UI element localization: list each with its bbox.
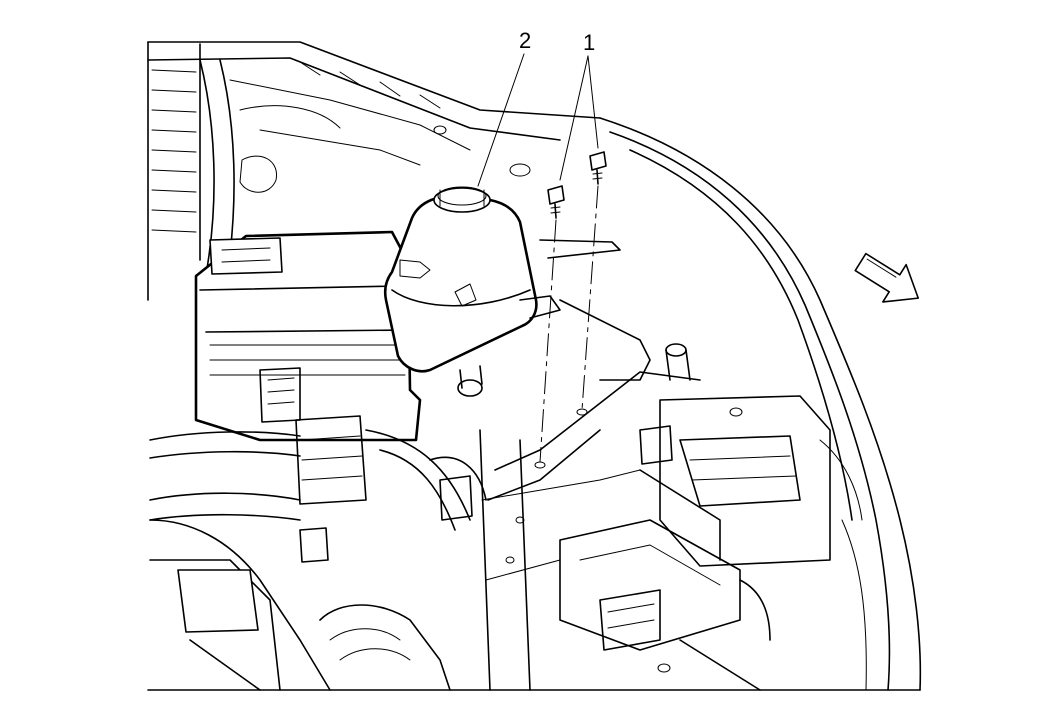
bolt-path-right bbox=[581, 185, 599, 411]
coolant-reservoir bbox=[383, 186, 561, 397]
cowl-panel bbox=[147, 41, 601, 166]
callouts: 2 1 bbox=[477, 28, 599, 187]
battery-box bbox=[194, 230, 422, 442]
frame-rail bbox=[479, 429, 641, 691]
bolts bbox=[539, 151, 607, 463]
callout-label-1: 1 bbox=[583, 30, 595, 55]
forward-arrow-icon bbox=[854, 252, 920, 303]
leader-line-2 bbox=[477, 53, 525, 187]
air-intake-duct bbox=[149, 519, 451, 691]
small-hardware bbox=[239, 125, 673, 563]
radiator-core bbox=[147, 41, 235, 301]
lower-bracket bbox=[559, 519, 771, 691]
right-module bbox=[639, 343, 831, 567]
leader-line-1a bbox=[559, 55, 589, 181]
fender-outline bbox=[599, 117, 922, 691]
bolt-right bbox=[589, 151, 607, 185]
bolt-left bbox=[547, 185, 565, 219]
callout-label-2: 2 bbox=[519, 28, 531, 53]
leader-line-1b bbox=[587, 55, 599, 149]
bolt-path-left bbox=[539, 219, 557, 463]
wiring-harness bbox=[149, 415, 487, 531]
